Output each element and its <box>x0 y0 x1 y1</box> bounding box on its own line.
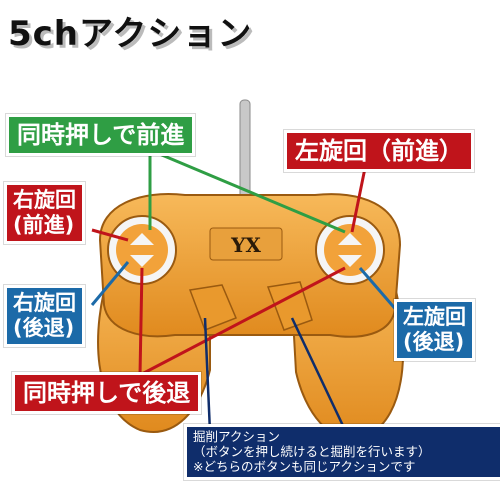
dig-button-right <box>266 281 313 331</box>
pointer-red <box>350 167 367 233</box>
logo-plate <box>209 227 283 261</box>
callout-line: 左旋回 <box>403 305 466 329</box>
callout-line: (前進) <box>13 212 75 237</box>
callout-backward-both: 同時押しで後退 <box>12 372 202 415</box>
pointer-red <box>91 228 129 242</box>
right-dial-center <box>324 224 376 276</box>
callout-forward-both: 同時押しで前進 <box>6 114 196 157</box>
dig-button-left <box>188 284 237 331</box>
pointer-navy <box>203 317 212 433</box>
page-title: 5chアクション <box>8 14 253 54</box>
pointer-green <box>149 148 346 234</box>
pointer-red <box>139 266 346 377</box>
up-arrow-button <box>130 233 154 245</box>
down-arrow-button <box>338 255 362 267</box>
callout-line: 右旋回 <box>13 188 76 212</box>
callout-line: (後退) <box>13 315 75 340</box>
callout-dig-action: 掘削アクション （ボタンを押し続けると掘削を行います） ※どちらのボタンも同じア… <box>184 424 500 481</box>
callout-left-turn-backward: 右旋回 (後退) <box>4 285 85 347</box>
pointer-navy <box>290 317 347 431</box>
logo-text: YX <box>230 233 261 257</box>
down-arrow-button <box>130 255 154 267</box>
callout-line: （ボタンを押し続けると掘削を行います） <box>193 443 431 459</box>
pointer-blue <box>90 261 130 306</box>
pointer-red <box>138 267 144 376</box>
pointer-blue <box>358 267 400 313</box>
callout-right-turn-forward: 左旋回（前進） <box>284 130 474 173</box>
callout-line: ※どちらのボタンも同じアクションです <box>193 458 416 474</box>
antenna <box>239 99 251 211</box>
callout-right-turn-backward: 左旋回 (後退) <box>394 299 475 361</box>
up-arrow-button <box>338 233 362 245</box>
callout-left-turn-forward: 右旋回 (前進) <box>4 182 85 244</box>
callout-line: 右旋回 <box>13 291 76 315</box>
callout-line: 掘削アクション <box>193 429 280 444</box>
callout-line: (後退) <box>403 329 465 354</box>
